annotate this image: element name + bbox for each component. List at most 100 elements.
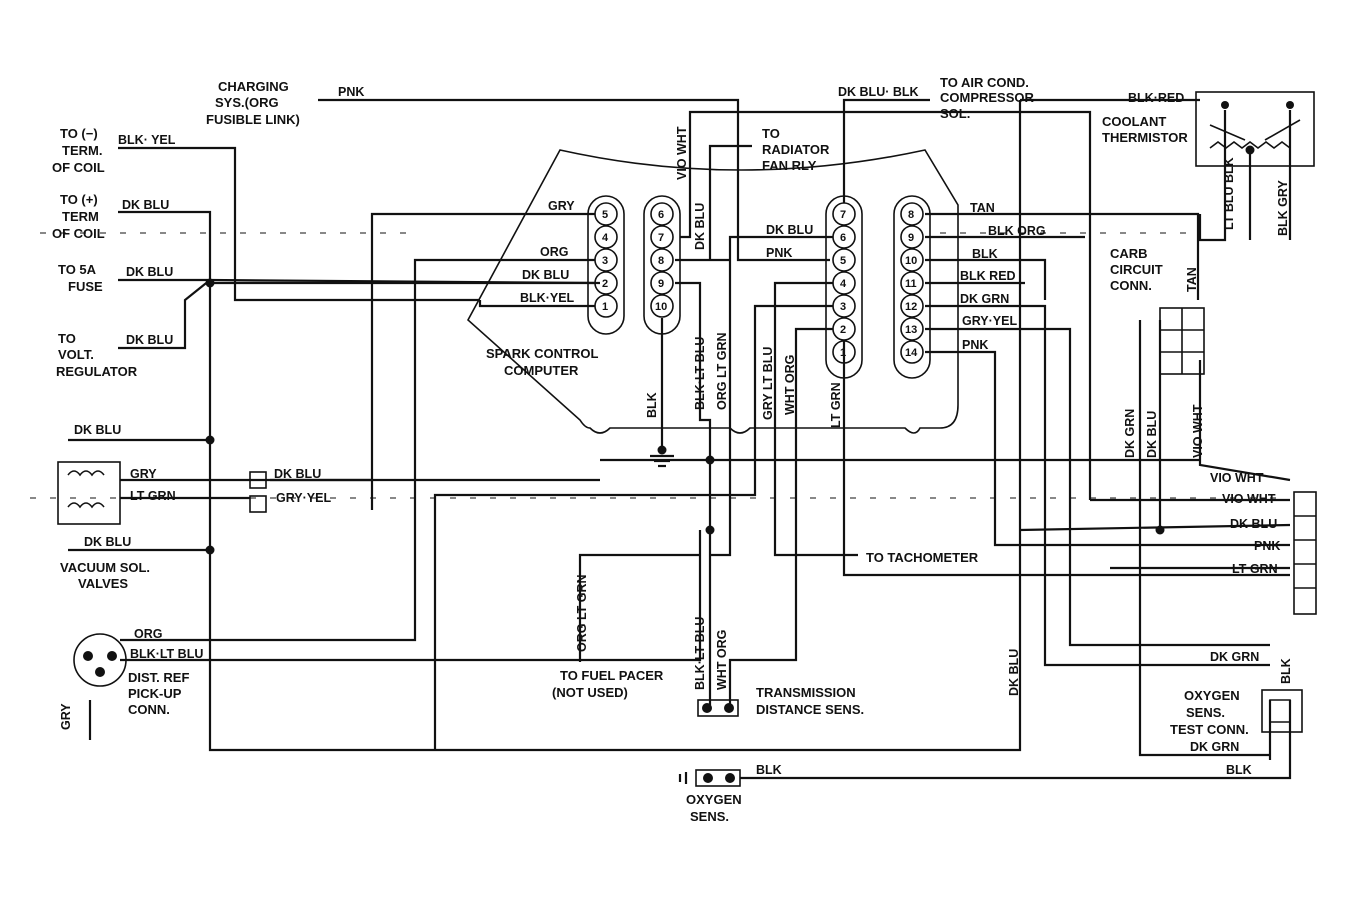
pin-d-7: 14	[905, 347, 918, 359]
wire-label-dk-grn-v: DK GRN	[1123, 409, 1137, 458]
wire-label-dk-blu-low: DK BLU	[1007, 649, 1021, 696]
pin-a-3: 3	[602, 255, 608, 267]
wire-label-blk-o2test: BLK	[1279, 658, 1293, 684]
wire-label-gry-yel-conn: GRY·YEL	[276, 491, 331, 505]
pin-c-3: 5	[840, 255, 846, 267]
spark-control-computer-outline	[466, 149, 959, 434]
pin-b-4: 9	[658, 278, 664, 290]
transmission-label-1: TRANSMISSION	[756, 685, 856, 700]
wire-label-gry-1: GRY	[548, 199, 575, 213]
wire-label-org-lt-grn-v: ORG LT GRN	[715, 332, 729, 410]
oxygen-test-connector	[1261, 689, 1303, 733]
pin-d-2: 9	[908, 232, 914, 244]
connector-b-pins: 6 7 8 9 10	[650, 202, 674, 318]
wire-label-blk-o2: BLK	[756, 763, 782, 777]
fuse-label-2: FUSE	[68, 279, 103, 294]
wire-label-dk-blu-conn: DK BLU	[274, 467, 321, 481]
wire-labels: PNK DK BLU· BLK BLK·RED BLK· YEL DK BLU …	[59, 85, 1293, 777]
coil-neg-label-3: OF COIL	[52, 160, 105, 175]
pin-d-4: 11	[905, 278, 917, 290]
wire-label-gry-dist: GRY	[59, 703, 73, 730]
wire-label-blk-10: BLK	[972, 247, 998, 261]
wire-label-dk-blu-vac2: DK BLU	[84, 535, 131, 549]
wire-label-tan-v: TAN	[1185, 267, 1199, 292]
wire-label-blk-lt-blu-v: BLK·LT BLU	[693, 337, 707, 410]
spark-computer-label-2: COMPUTER	[504, 363, 579, 378]
wire-label-dk-blu-coil: DK BLU	[122, 198, 169, 212]
charging-label-3: FUSIBLE LINK)	[206, 112, 300, 127]
wire-label-dk-blu-fuse: DK BLU	[126, 265, 173, 279]
wire-label-org-1: ORG	[540, 245, 568, 259]
radiator-label-3: FAN RLY	[762, 158, 817, 173]
o2-test-label-1: OXYGEN	[1184, 688, 1240, 703]
wire-label-blk-gry: BLK GRY	[1276, 180, 1290, 236]
pin-b-5: 10	[655, 301, 667, 313]
carb-label-3: CONN.	[1110, 278, 1152, 293]
coil-neg-label-1: TO (−)	[60, 126, 98, 141]
pin-a-2: 4	[602, 232, 609, 244]
connector-d-body	[893, 195, 931, 379]
pin-b-1: 6	[658, 209, 664, 221]
pin-c-4: 4	[840, 278, 847, 290]
coolant-label-1: COOLANT	[1102, 114, 1166, 129]
wire-label-tan: TAN	[970, 201, 995, 215]
radiator-label-2: RADIATOR	[762, 142, 830, 157]
fuse-label-1: TO 5A	[58, 262, 97, 277]
wire-label-lt-grn-v: LT GRN	[829, 382, 843, 428]
wire-label-dk-grn-o2: DK GRN	[1210, 650, 1259, 664]
vacuum-label-2: VALVES	[78, 576, 128, 591]
transmission-label-2: DISTANCE SENS.	[756, 702, 864, 717]
dist-label-1: DIST. REF	[128, 670, 189, 685]
coil-neg-label-2: TERM.	[62, 143, 102, 158]
wire-label-wht-org-trans: WHT ORG	[715, 630, 729, 690]
connector-d-pins: 8 9 10 11 12 13 14	[900, 202, 924, 364]
pin-c-2: 6	[840, 232, 846, 244]
wire-label-dk-blu-v: DK BLU	[693, 203, 707, 250]
oxygen-sensor-connector	[678, 769, 741, 787]
connector-c-pins: 7 6 5 4 3 2 1	[832, 202, 856, 364]
spark-computer-label-1: SPARK CONTROL	[486, 346, 598, 361]
wire-label-gry-yel-13: GRY·YEL	[962, 314, 1017, 328]
wire-label-pnk-14: PNK	[962, 338, 988, 352]
fuel-pacer-label-2: (NOT USED)	[552, 685, 628, 700]
air-cond-label-1: TO AIR COND.	[940, 75, 1029, 90]
pin-d-3: 10	[905, 255, 917, 267]
connector-a-body	[587, 195, 625, 335]
volt-label-3: REGULATOR	[56, 364, 138, 379]
o2-test-label-3: TEST CONN.	[1170, 722, 1249, 737]
air-cond-label-3: SOL.	[940, 106, 970, 121]
wire-label-blk-lt-blu-trans: BLK·LT BLU	[693, 617, 707, 690]
pin-d-5: 12	[905, 301, 917, 313]
inline-connector	[249, 471, 267, 513]
pin-a-4: 2	[602, 278, 608, 290]
volt-label-1: TO	[58, 331, 76, 346]
o2-test-label-2: SENS.	[1186, 705, 1225, 720]
wire-label-dkblu-blk: DK BLU· BLK	[838, 85, 919, 99]
dist-ref-connector	[73, 633, 127, 687]
coil-pos-label-3: OF COIL	[52, 226, 105, 241]
connector-a-pins: 5 4 3 2 1	[594, 202, 618, 318]
wire-label-blk-red-top: BLK·RED	[1128, 91, 1184, 105]
wire-label-lt-grn-h: LT GRN	[1232, 562, 1278, 576]
wire-label-gry-lt-blu-v: GRY LT BLU	[761, 347, 775, 420]
wire-label-blk-yel-coil: BLK· YEL	[118, 133, 176, 147]
wire-label-blk-red-11: BLK RED	[960, 269, 1016, 283]
volt-label-2: VOLT.	[58, 347, 94, 362]
dist-label-3: CONN.	[128, 702, 170, 717]
pin-a-5: 1	[602, 301, 608, 313]
wire-label-wht-org-v: WHT ORG	[783, 355, 797, 415]
pin-a-1: 5	[602, 209, 608, 221]
wire-label-gry-vac: GRY	[130, 467, 157, 481]
wire-label-blk-o2b: BLK	[1226, 763, 1252, 777]
coolant-label-2: THERMISTOR	[1102, 130, 1188, 145]
ground-icon	[650, 445, 674, 468]
wire-label-org-dist: ORG	[134, 627, 162, 641]
carb-circuit-connector	[1159, 307, 1205, 375]
wire-label-blk-lt-blu-dist: BLK·LT BLU	[130, 647, 203, 661]
o2-sensor-label-2: SENS.	[690, 809, 729, 824]
wire-label-pnk-top: PNK	[338, 85, 364, 99]
radiator-label-1: TO	[762, 126, 780, 141]
dist-label-2: PICK-UP	[128, 686, 182, 701]
transmission-sensor-connector	[697, 699, 739, 717]
